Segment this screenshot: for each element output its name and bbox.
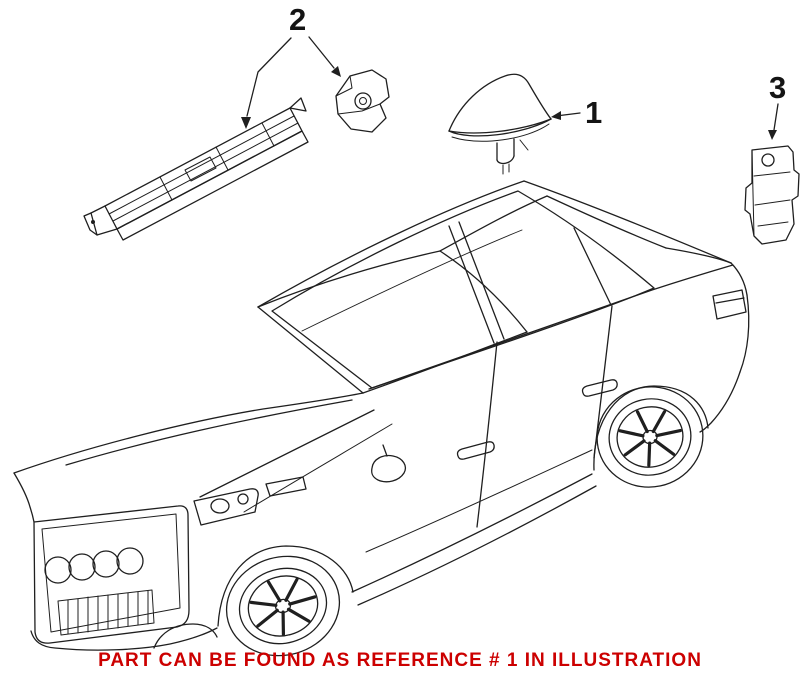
front-door-seam — [476, 341, 498, 528]
leader-line-2b — [308, 36, 335, 69]
front-grille — [33, 505, 190, 644]
front-wheel — [225, 555, 341, 657]
taillight — [712, 289, 747, 320]
audi-rings-logo — [44, 547, 144, 584]
leader-line-3 — [773, 103, 779, 131]
arrowhead-3 — [768, 130, 777, 140]
lower-grille-slats — [57, 589, 155, 636]
part-antenna-module — [744, 145, 800, 245]
callout-lines — [241, 36, 779, 140]
leader-line-2a — [246, 37, 292, 117]
part-antenna-amplifier — [83, 97, 309, 241]
reference-caption: PART CAN BE FOUND AS REFERENCE # 1 IN IL… — [98, 650, 702, 671]
side-mirror — [371, 454, 407, 483]
part-mounting-bracket — [335, 69, 390, 133]
car-body — [13, 180, 750, 651]
b-pillar — [448, 225, 495, 344]
side-windows — [271, 190, 655, 389]
arrowhead-2b — [331, 66, 341, 77]
callout-label-3: 3 — [769, 70, 787, 105]
front-wheel-spokes — [249, 577, 317, 636]
rear-wheel — [596, 386, 704, 488]
arrowhead-2a — [241, 117, 251, 129]
rear-wheel-spokes — [618, 410, 682, 467]
doors — [371, 305, 618, 528]
rear-door-handle — [581, 379, 618, 397]
callout-label-1: 1 — [585, 95, 603, 130]
car-illustration — [13, 180, 750, 657]
callout-label-2: 2 — [289, 2, 307, 37]
arrowhead-1 — [551, 111, 561, 120]
part-roof-antenna — [448, 73, 552, 175]
c-pillar — [573, 227, 612, 306]
front-door-handle — [456, 441, 495, 460]
headlights — [193, 476, 307, 526]
